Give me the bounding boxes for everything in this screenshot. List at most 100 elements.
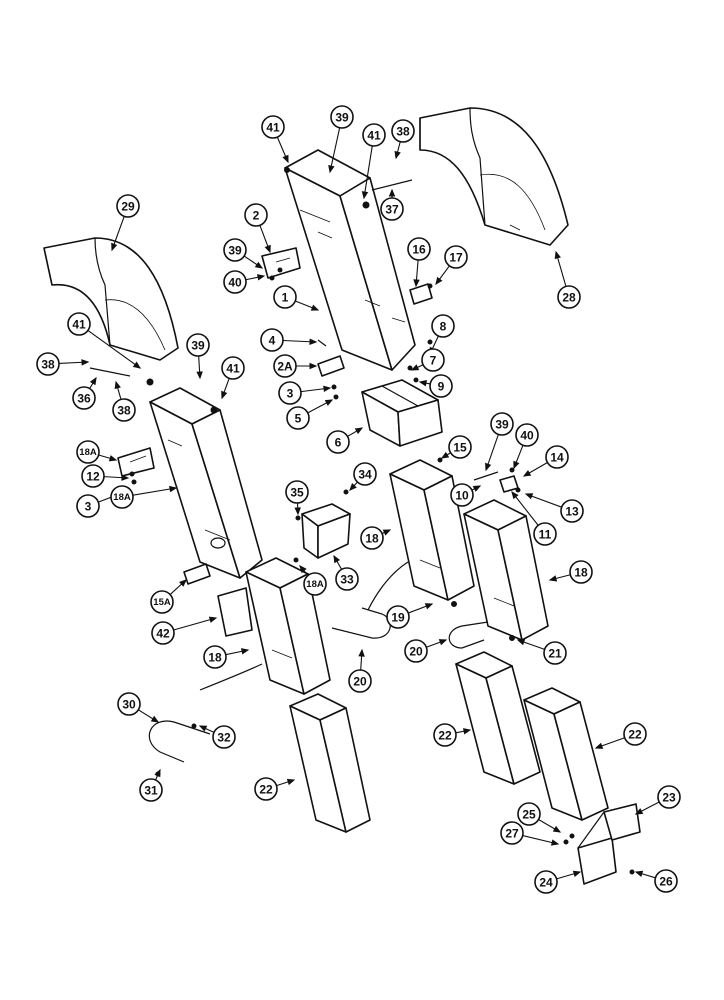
callout-label: 18 — [574, 566, 588, 580]
callout-38: 38 — [112, 380, 136, 422]
callout-circle — [404, 639, 428, 663]
handle-20-b — [448, 621, 489, 649]
callout-arrowhead — [309, 338, 318, 345]
callout-arrowhead — [132, 361, 142, 369]
callout-label: 38 — [117, 404, 131, 418]
callout-circle — [362, 123, 386, 147]
callout-21: 21 — [516, 639, 567, 665]
curved-hood-right — [419, 107, 569, 246]
mid-tube-center — [389, 459, 475, 601]
callout-39: 39 — [328, 105, 354, 174]
callout-circle — [254, 777, 278, 801]
callout-label: 37 — [385, 203, 399, 217]
callout-circle — [444, 245, 468, 269]
callout-34: 34 — [349, 462, 377, 491]
callout-circle — [543, 641, 567, 665]
callout-label: 39 — [191, 339, 205, 353]
callout-14: 14 — [522, 445, 569, 477]
callout-circle — [569, 560, 593, 584]
callout-arrowhead — [438, 639, 448, 646]
callout-label: 11 — [539, 528, 552, 542]
callout-circle — [500, 821, 524, 845]
callout-label: 15A — [153, 597, 171, 608]
callout-circle — [261, 115, 285, 139]
callout-arrowhead — [354, 427, 364, 435]
lower-tube-left — [289, 693, 371, 833]
rod-36 — [89, 367, 131, 377]
callout-arrowhead — [111, 242, 118, 252]
callout-5: 5 — [286, 399, 334, 430]
upper-tube-main — [284, 149, 416, 371]
lower-tube-center — [455, 651, 541, 785]
callout-circle — [433, 723, 457, 747]
callout-label: 2A — [277, 360, 293, 374]
callout-circle — [223, 238, 247, 262]
callout-circle — [221, 356, 245, 380]
callout-circle — [72, 386, 96, 410]
callout-arrowhead — [634, 870, 644, 877]
callout-arrowhead — [254, 261, 264, 269]
callout-label: 20 — [353, 675, 367, 689]
upper-tube-left — [149, 387, 263, 579]
callout-arrowhead — [121, 474, 130, 481]
callout-arrowhead — [382, 529, 392, 536]
callout-41: 41 — [261, 115, 289, 164]
callout-6: 6 — [326, 427, 364, 454]
bracket-2 — [261, 247, 301, 279]
callout-label: 3 — [85, 500, 92, 514]
motion-arc-left — [199, 663, 263, 691]
callout-label: 21 — [548, 647, 562, 661]
callout-circle — [421, 348, 445, 372]
callout-arrowhead — [548, 575, 558, 582]
callout-arrowhead — [413, 279, 420, 288]
callout-arrowhead — [179, 579, 187, 587]
callout-label: 41 — [367, 129, 381, 143]
callout-arrowhead — [208, 616, 218, 623]
lower-tube-right — [523, 687, 609, 821]
callout-arrowhead — [169, 485, 178, 493]
callout-24: 24 — [534, 870, 582, 894]
callout-label: 41 — [72, 318, 86, 332]
callout-circle — [139, 778, 163, 802]
callout-circle — [76, 440, 100, 464]
callout-arrowhead — [256, 274, 266, 281]
callout-arrowhead — [264, 244, 271, 254]
callout-label: 12 — [86, 470, 100, 484]
callout-circle — [76, 494, 100, 518]
callout-circle — [431, 314, 455, 338]
callout-arrowhead — [361, 191, 369, 200]
callout-circle — [36, 352, 60, 376]
callout-circle — [353, 462, 377, 486]
callout-label: 24 — [539, 876, 553, 890]
callout-22: 22 — [433, 723, 472, 747]
callout-circle — [380, 197, 404, 221]
callout-label: 27 — [505, 827, 519, 841]
callout-18: 18 — [548, 560, 593, 584]
callout-arrowhead — [323, 385, 332, 393]
rod-12 — [473, 471, 499, 481]
callout-18a: 18A — [76, 440, 118, 464]
callout-15a: 15A — [150, 579, 187, 614]
callout-18: 18 — [360, 526, 392, 550]
callout-41: 41 — [361, 123, 386, 200]
callout-10: 10 — [450, 483, 482, 507]
callout-label: 18A — [113, 492, 131, 503]
callout-17: 17 — [435, 245, 468, 286]
callout-29: 29 — [111, 194, 140, 252]
callout-arrowhead — [552, 825, 562, 833]
callout-arrowhead — [634, 808, 644, 815]
clip-2A — [317, 355, 345, 377]
callout-2: 2 — [244, 203, 271, 254]
callout-label: 32 — [217, 731, 231, 745]
callout-18: 18 — [203, 645, 250, 669]
callout-label: 40 — [228, 276, 242, 290]
callout-circle — [654, 869, 678, 893]
callout-22: 22 — [594, 722, 647, 749]
callout-label: 19 — [391, 611, 405, 625]
callout-2a: 2A — [273, 354, 318, 378]
callout-22: 22 — [254, 777, 296, 801]
callout-label: 2 — [253, 209, 260, 223]
motion-arc-center — [367, 561, 409, 611]
callout-label: 39 — [335, 111, 349, 125]
callout-arrowhead — [349, 483, 357, 491]
